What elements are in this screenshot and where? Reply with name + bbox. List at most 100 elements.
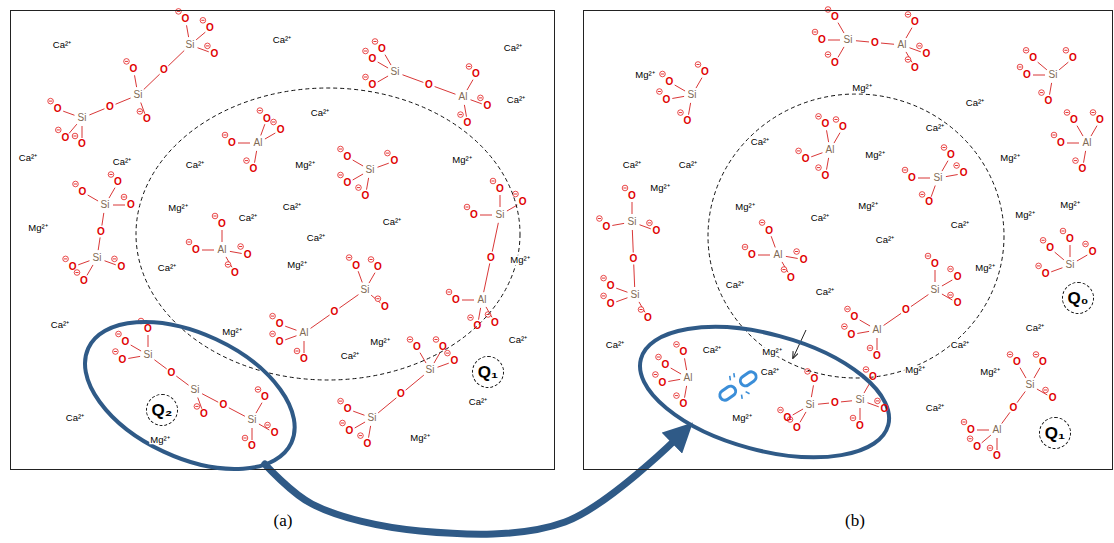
oxygen-label: O (369, 80, 377, 90)
charge-ring (917, 43, 923, 49)
charge-symbol (205, 43, 211, 49)
oxygen-label: O (902, 305, 910, 315)
oxygen-label: O (69, 262, 77, 272)
bond-line (946, 175, 958, 177)
bond-line (633, 264, 635, 287)
charge-ring (72, 133, 78, 139)
bond-line (771, 236, 775, 247)
charge-ring (124, 59, 130, 65)
ion-label: Ca²⁺ (238, 213, 258, 223)
oxygen-label: O (607, 299, 615, 309)
atom-label: Al (1083, 138, 1092, 148)
charge-symbol (338, 146, 344, 152)
charge-ring (647, 220, 653, 226)
charge-ring (222, 132, 228, 138)
bond-line (230, 251, 242, 253)
bond-line (369, 426, 371, 438)
charge-ring (919, 192, 925, 198)
charge-minus (271, 333, 274, 334)
oxygen-label: O (300, 354, 308, 364)
charge-symbol (954, 163, 960, 169)
oxygen-label: O (684, 116, 692, 126)
oxygen-label: O (346, 426, 354, 436)
ion-label: Ca²⁺ (750, 137, 770, 147)
charge-ring (863, 367, 869, 373)
charge-ring (742, 244, 748, 250)
oxygen-label: O (119, 355, 127, 365)
charge-ring (1060, 228, 1066, 234)
ion-label: Ca²⁺ (875, 235, 895, 245)
charge-ring (294, 348, 300, 354)
charge-symbol (794, 249, 800, 255)
atom-label: Si (806, 400, 815, 410)
ion-label: Mg²⁺ (979, 367, 1000, 377)
bond-line (841, 401, 852, 402)
oxygen-label: O (54, 104, 62, 114)
charge-minus (1065, 112, 1068, 113)
bond-line (378, 76, 388, 82)
charge-ring (875, 398, 881, 404)
charge-ring (653, 372, 659, 378)
charge-ring (356, 185, 362, 191)
charge-ring (112, 256, 118, 262)
oxygen-label: O (923, 49, 931, 59)
bond-line (811, 153, 822, 157)
bond-line (98, 237, 100, 250)
atom-label: Al (684, 373, 693, 383)
ion-label: Mg²⁺ (634, 70, 655, 80)
charge-minus (813, 32, 816, 33)
ion-label: Ca²⁺ (310, 108, 330, 118)
charge-ring (842, 324, 848, 330)
charge-minus (1064, 50, 1067, 51)
bond-line (406, 375, 424, 390)
charge-ring (948, 292, 954, 298)
charge-minus (623, 188, 626, 189)
oxygen-label: O (1079, 164, 1087, 174)
charge-ring (363, 48, 369, 54)
panel-frame: (b)Ca²⁺Ca²⁺Mg²⁺Mg²⁺Ca²⁺Mg²⁺Ca²⁺Ca²⁺Ca²⁺C… (583, 10, 1113, 470)
charge-ring (116, 331, 122, 337)
oxygen-label: O (1013, 357, 1021, 367)
oxygen-label: O (911, 17, 919, 27)
ion-label: Mg²⁺ (904, 365, 925, 375)
link-half (718, 384, 738, 402)
atom-label: Si (144, 350, 153, 360)
oxygen-label: O (1023, 70, 1031, 80)
atom-label: Si (248, 415, 257, 425)
q-label: Q₁ (1045, 424, 1065, 441)
bond-line (500, 195, 501, 207)
bond-line (918, 178, 930, 179)
charge-symbol (346, 255, 352, 261)
charge-ring (638, 307, 644, 313)
charge-minus (369, 259, 372, 260)
oxygen-label: O (168, 368, 176, 378)
charge-symbol (778, 407, 784, 413)
bond-line (131, 345, 141, 351)
bond-line (256, 403, 262, 413)
oxygen-label: O (374, 262, 382, 272)
bond-line (906, 52, 912, 62)
bond-line (685, 358, 687, 370)
charge-minus (921, 194, 924, 195)
charge-symbol (363, 48, 369, 54)
atom-label: Si (1066, 260, 1075, 270)
bond-line (385, 55, 391, 65)
charge-ring (678, 110, 684, 116)
charge-ring (338, 398, 344, 404)
charge-minus (117, 334, 120, 335)
q-marker: Q₁ (472, 356, 504, 388)
bond-line (434, 353, 440, 363)
charge-symbol (458, 112, 464, 118)
charge-ring (338, 146, 344, 152)
charge-ring (1017, 64, 1023, 70)
charge-ring (478, 95, 484, 101)
charge-ring (255, 387, 261, 393)
charge-symbol (48, 98, 54, 104)
oxygen-label: O (881, 404, 889, 414)
bond-line (1059, 62, 1068, 70)
charge-symbol (338, 172, 344, 178)
charge-ring (961, 419, 967, 425)
bond-line (675, 85, 685, 91)
charge-minus (851, 418, 854, 419)
charge-minus (639, 309, 642, 310)
